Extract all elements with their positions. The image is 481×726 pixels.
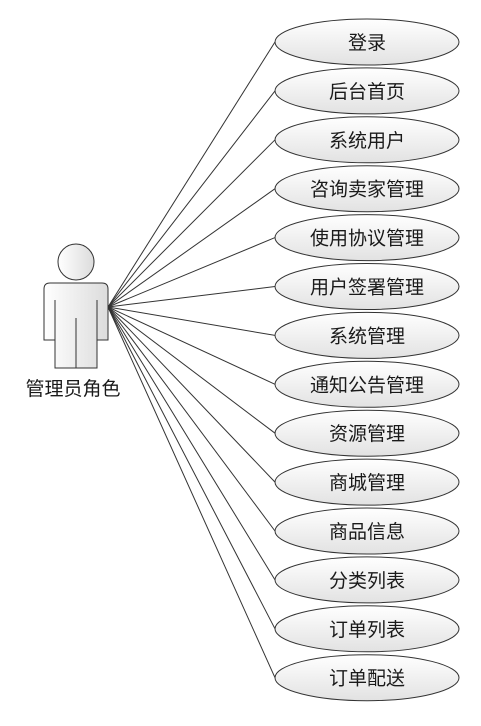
use-case-ellipse <box>274 165 460 213</box>
use-case: 咨询卖家管理 <box>274 165 460 213</box>
association-line <box>107 306 276 434</box>
use-case-label: 订单列表 <box>329 619 405 641</box>
use-case: 分类列表 <box>274 556 460 604</box>
actor-head <box>57 243 95 281</box>
use-case-label: 通知公告管理 <box>310 374 424 396</box>
use-case-label: 使用协议管理 <box>310 228 424 250</box>
association-line <box>107 306 276 678</box>
association-line <box>107 306 276 630</box>
association-line <box>107 306 276 532</box>
use-case-ellipse <box>274 458 460 506</box>
use-case: 资源管理 <box>274 409 460 457</box>
association-line <box>107 306 276 385</box>
use-case-ellipse <box>274 507 460 555</box>
association-line <box>107 41 276 308</box>
use-case-label: 商品信息 <box>329 521 405 543</box>
use-case-ellipse <box>274 263 460 310</box>
use-case: 用户签署管理 <box>274 263 460 310</box>
association-line <box>107 306 276 581</box>
use-case-ellipse <box>274 360 460 408</box>
use-case: 订单列表 <box>274 605 460 653</box>
use-case-label: 系统用户 <box>329 130 405 152</box>
use-case-ellipse <box>274 311 460 359</box>
use-case-label: 资源管理 <box>329 423 405 445</box>
use-case: 系统管理 <box>274 311 460 359</box>
use-case-ellipse <box>274 116 460 164</box>
association-line <box>107 139 276 308</box>
association-line <box>107 306 276 483</box>
use-case: 订单配送 <box>274 654 460 702</box>
use-case: 商品信息 <box>274 507 460 555</box>
actor-figure: 管理员角色 <box>25 243 121 400</box>
use-case-ellipse <box>274 409 460 457</box>
use-case-ellipse <box>274 654 460 702</box>
use-case-list: 登录后台首页系统用户咨询卖家管理使用协议管理用户签署管理系统管理通知公告管理资源… <box>274 18 460 702</box>
use-case: 通知公告管理 <box>274 360 460 408</box>
association-lines <box>107 41 276 678</box>
use-case-label: 登录 <box>348 32 386 54</box>
actor-label: 管理员角色 <box>25 378 120 400</box>
use-case-ellipse <box>274 556 460 604</box>
use-case: 登录 <box>274 18 460 66</box>
use-case-ellipse <box>274 67 460 115</box>
use-case: 系统用户 <box>274 116 460 164</box>
use-case-ellipse <box>274 605 460 653</box>
association-line <box>107 90 276 308</box>
use-case: 使用协议管理 <box>274 214 460 262</box>
use-case-ellipse <box>274 18 460 66</box>
use-case-label: 分类列表 <box>329 570 405 592</box>
association-line <box>107 237 276 308</box>
use-case-label: 后台首页 <box>329 81 405 103</box>
association-line <box>107 188 276 308</box>
use-case-label: 订单配送 <box>329 668 405 690</box>
use-case-label: 商城管理 <box>329 472 405 494</box>
use-case-ellipse <box>274 214 460 262</box>
use-case: 商城管理 <box>274 458 460 506</box>
use-case-label: 咨询卖家管理 <box>310 179 424 201</box>
use-case: 后台首页 <box>274 67 460 115</box>
association-line <box>107 306 276 336</box>
use-case-label: 系统管理 <box>329 325 405 347</box>
association-line <box>107 286 276 308</box>
use-case-label: 用户签署管理 <box>310 277 424 299</box>
